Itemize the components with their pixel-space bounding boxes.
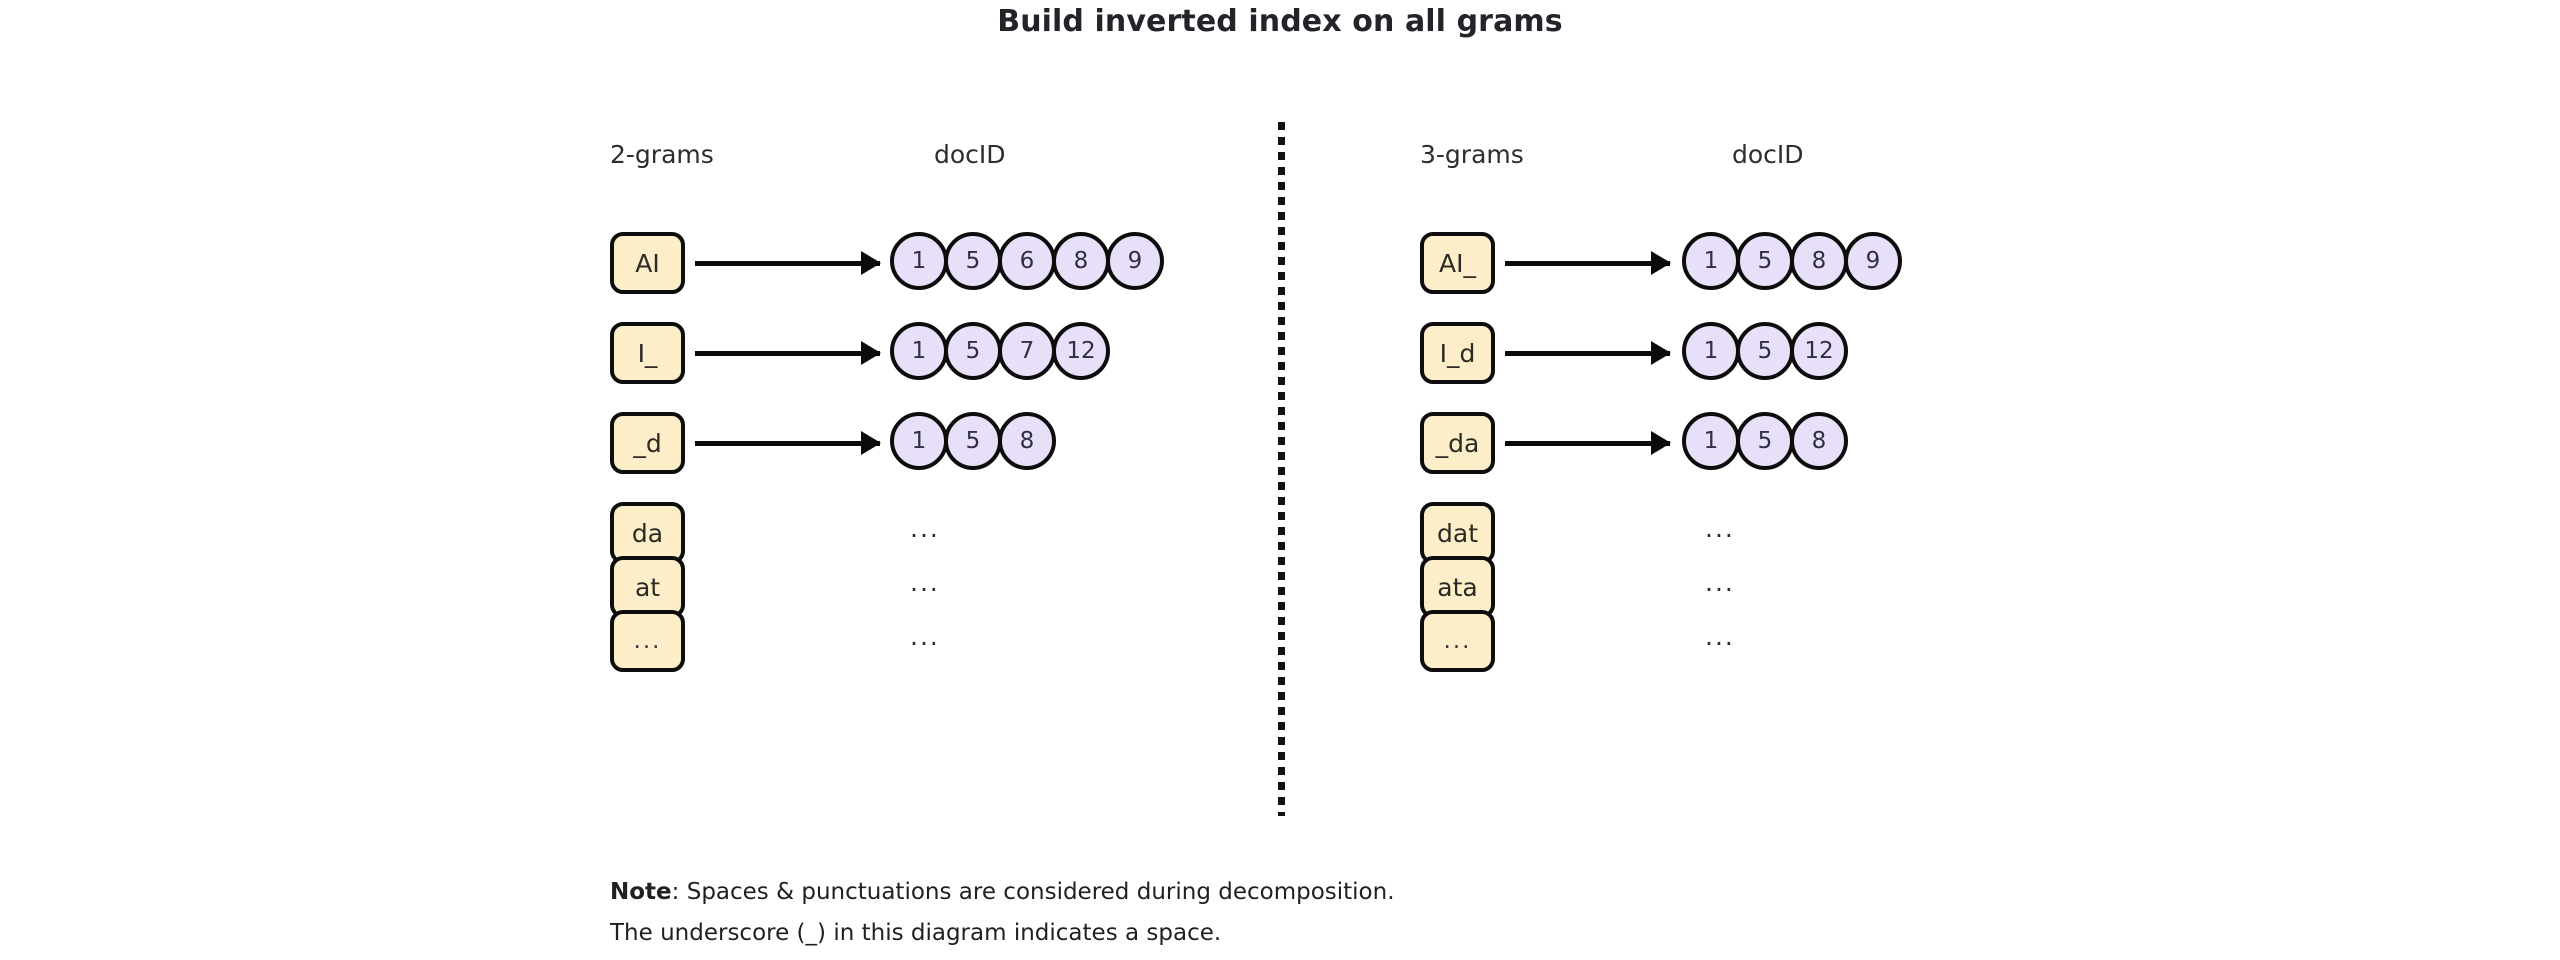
gram-chip[interactable]: I_ — [610, 322, 685, 384]
column-header-grams: 3-grams — [1420, 140, 1524, 169]
docid-circle[interactable]: 1 — [890, 412, 948, 470]
footer-note-line-1: Note: Spaces & punctuations are consider… — [610, 872, 1395, 913]
footer-note-label: Note — [610, 879, 672, 905]
docid-circle[interactable]: 9 — [1106, 232, 1164, 290]
docid-circle[interactable]: 8 — [1052, 232, 1110, 290]
docid-ellipsis: ... — [910, 514, 940, 543]
gram-chip[interactable]: ... — [610, 610, 685, 672]
docid-circle[interactable]: 8 — [1790, 232, 1848, 290]
column-header-docid: docID — [934, 140, 1006, 169]
gram-chip[interactable]: _d — [610, 412, 685, 474]
arrow-head — [861, 251, 881, 275]
docid-circle[interactable]: 5 — [1736, 232, 1794, 290]
arrow-icon — [695, 431, 881, 455]
column-header-grams: 2-grams — [610, 140, 714, 169]
docid-circle[interactable]: 5 — [944, 322, 1002, 380]
arrow-head — [1651, 341, 1671, 365]
gram-chip[interactable]: I_d — [1420, 322, 1495, 384]
arrow-icon — [695, 251, 881, 275]
docid-circle[interactable]: 1 — [1682, 322, 1740, 380]
docid-circle[interactable]: 5 — [944, 412, 1002, 470]
docid-circle[interactable]: 5 — [1736, 322, 1794, 380]
vertical-dotted-divider — [1278, 122, 1285, 816]
arrow-head — [1651, 431, 1671, 455]
docid-circle[interactable]: 5 — [1736, 412, 1794, 470]
docid-ellipsis: ... — [1705, 622, 1735, 651]
gram-chip[interactable]: at — [610, 556, 685, 618]
gram-chip[interactable]: ... — [1420, 610, 1495, 672]
arrow-shaft — [1505, 441, 1670, 446]
docid-ellipsis: ... — [910, 568, 940, 597]
arrow-icon — [1505, 251, 1671, 275]
docid-circle[interactable]: 1 — [1682, 232, 1740, 290]
docid-circle[interactable]: 12 — [1790, 322, 1848, 380]
arrow-icon — [695, 341, 881, 365]
gram-chip[interactable]: da — [610, 502, 685, 564]
footer-note-line-2: The underscore (_) in this diagram indic… — [610, 920, 1222, 946]
docid-circle[interactable]: 12 — [1052, 322, 1110, 380]
docid-circle[interactable]: 5 — [944, 232, 1002, 290]
arrow-shaft — [1505, 351, 1670, 356]
arrow-head — [861, 341, 881, 365]
docid-circle[interactable]: 6 — [998, 232, 1056, 290]
docid-circle[interactable]: 8 — [998, 412, 1056, 470]
docid-circle[interactable]: 7 — [998, 322, 1056, 380]
docid-ellipsis: ... — [1705, 568, 1735, 597]
page-title: Build inverted index on all grams — [997, 4, 1563, 39]
gram-chip[interactable]: dat — [1420, 502, 1495, 564]
arrow-head — [1651, 251, 1671, 275]
arrow-head — [861, 431, 881, 455]
footer-note: Note: Spaces & punctuations are consider… — [610, 872, 1395, 954]
docid-circle[interactable]: 9 — [1844, 232, 1902, 290]
arrow-shaft — [695, 351, 880, 356]
docid-circle[interactable]: 8 — [1790, 412, 1848, 470]
docid-ellipsis: ... — [910, 622, 940, 651]
arrow-icon — [1505, 431, 1671, 455]
gram-chip[interactable]: AI_ — [1420, 232, 1495, 294]
arrow-shaft — [695, 441, 880, 446]
docid-circle[interactable]: 1 — [890, 322, 948, 380]
gram-chip[interactable]: _da — [1420, 412, 1495, 474]
arrow-shaft — [695, 261, 880, 266]
column-header-docid: docID — [1732, 140, 1804, 169]
docid-ellipsis: ... — [1705, 514, 1735, 543]
gram-chip[interactable]: AI — [610, 232, 685, 294]
footer-note-text-1: : Spaces & punctuations are considered d… — [671, 879, 1395, 905]
docid-circle[interactable]: 1 — [890, 232, 948, 290]
docid-circle[interactable]: 1 — [1682, 412, 1740, 470]
arrow-icon — [1505, 341, 1671, 365]
arrow-shaft — [1505, 261, 1670, 266]
gram-chip[interactable]: ata — [1420, 556, 1495, 618]
